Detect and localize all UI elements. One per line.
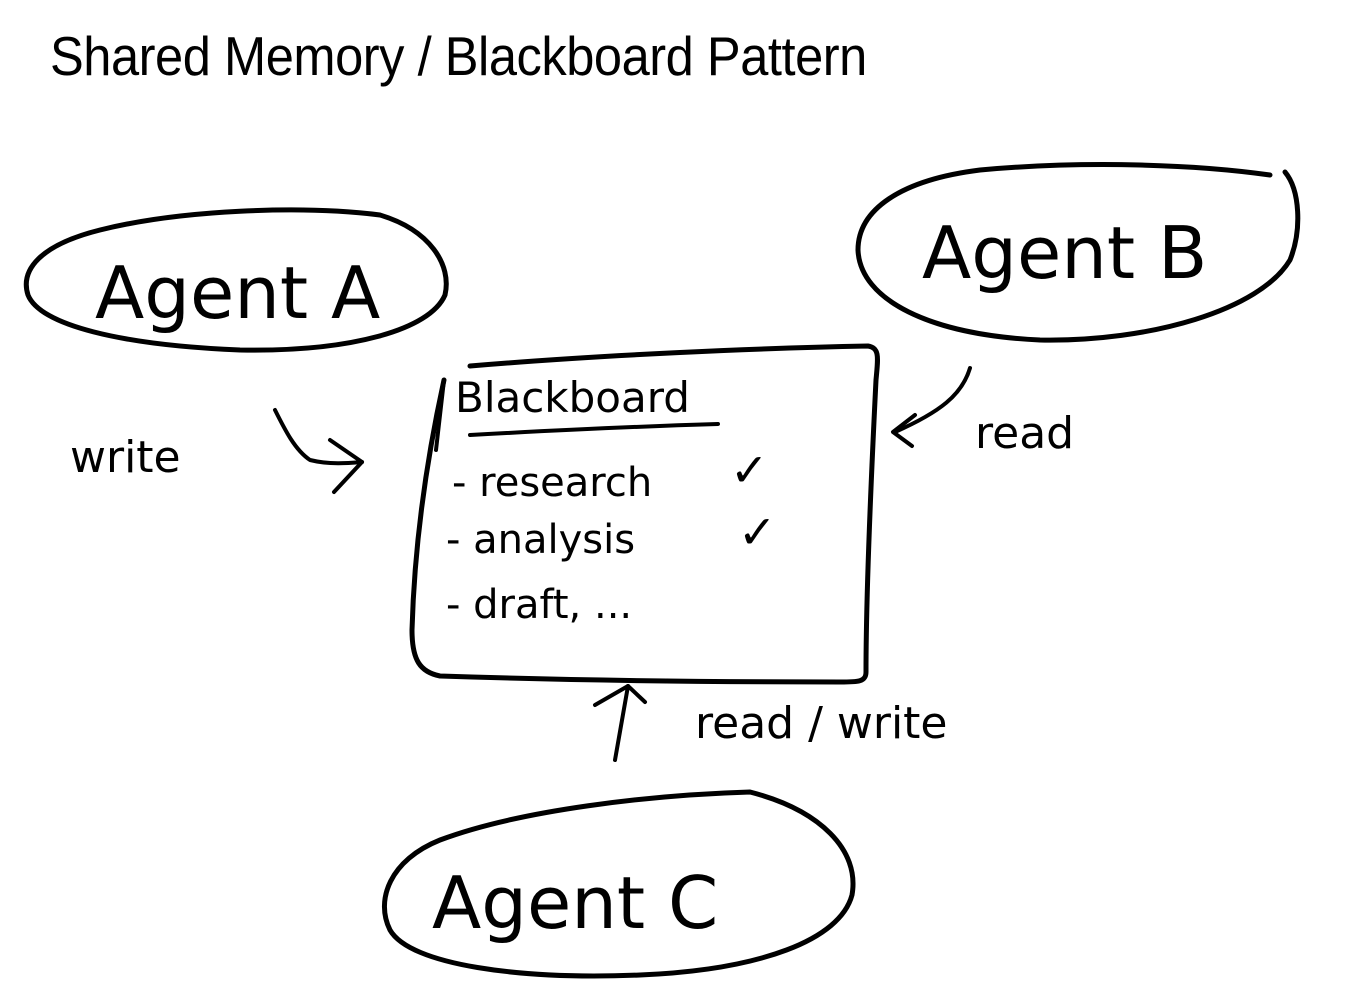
agent-b-ellipse (855, 162, 1301, 343)
agent-b-node: Agent B (855, 162, 1301, 343)
agent-b-label: Agent B (922, 211, 1207, 295)
blackboard-item-text: - research (452, 460, 652, 506)
agent-a-node: Agent A (23, 207, 449, 353)
read-write-label: read / write (695, 698, 948, 749)
blackboard-box (409, 343, 881, 685)
write-label: write (70, 432, 181, 483)
blackboard-heading: Blackboard (455, 373, 690, 422)
read-write-arrow-line (613, 684, 630, 762)
check-icon: ✓ (730, 443, 769, 497)
read-arrow: read (891, 366, 1074, 459)
blackboard-item-text: - analysis (446, 517, 635, 563)
blackboard-node: Blackboard - research ✓ - analysis ✓ - d… (409, 343, 881, 685)
blackboard-item: - draft, ... (446, 582, 632, 628)
read-arrow-line (893, 366, 972, 434)
diagram-title: Shared Memory / Blackboard Pattern (50, 25, 867, 87)
arrowhead-right-icon (328, 438, 364, 494)
agent-a-label: Agent A (95, 251, 380, 335)
write-arrow-line (273, 408, 364, 466)
read-write-arrow: read / write (593, 684, 948, 762)
blackboard-item: - analysis ✓ (446, 505, 777, 563)
blackboard-left-tick (434, 378, 446, 452)
blackboard-item-text: - draft, ... (446, 582, 632, 628)
agent-a-ellipse (23, 207, 449, 353)
agent-c-ellipse (381, 789, 856, 979)
check-icon: ✓ (738, 505, 777, 559)
agent-c-label: Agent C (432, 861, 718, 945)
write-arrow: write (70, 408, 364, 494)
arrowhead-up-icon (593, 684, 647, 707)
agent-c-node: Agent C (381, 789, 856, 979)
blackboard-heading-underline (468, 422, 720, 437)
arrowhead-left-icon (891, 413, 917, 448)
read-label: read (975, 408, 1074, 459)
blackboard-item: - research ✓ (452, 443, 769, 506)
